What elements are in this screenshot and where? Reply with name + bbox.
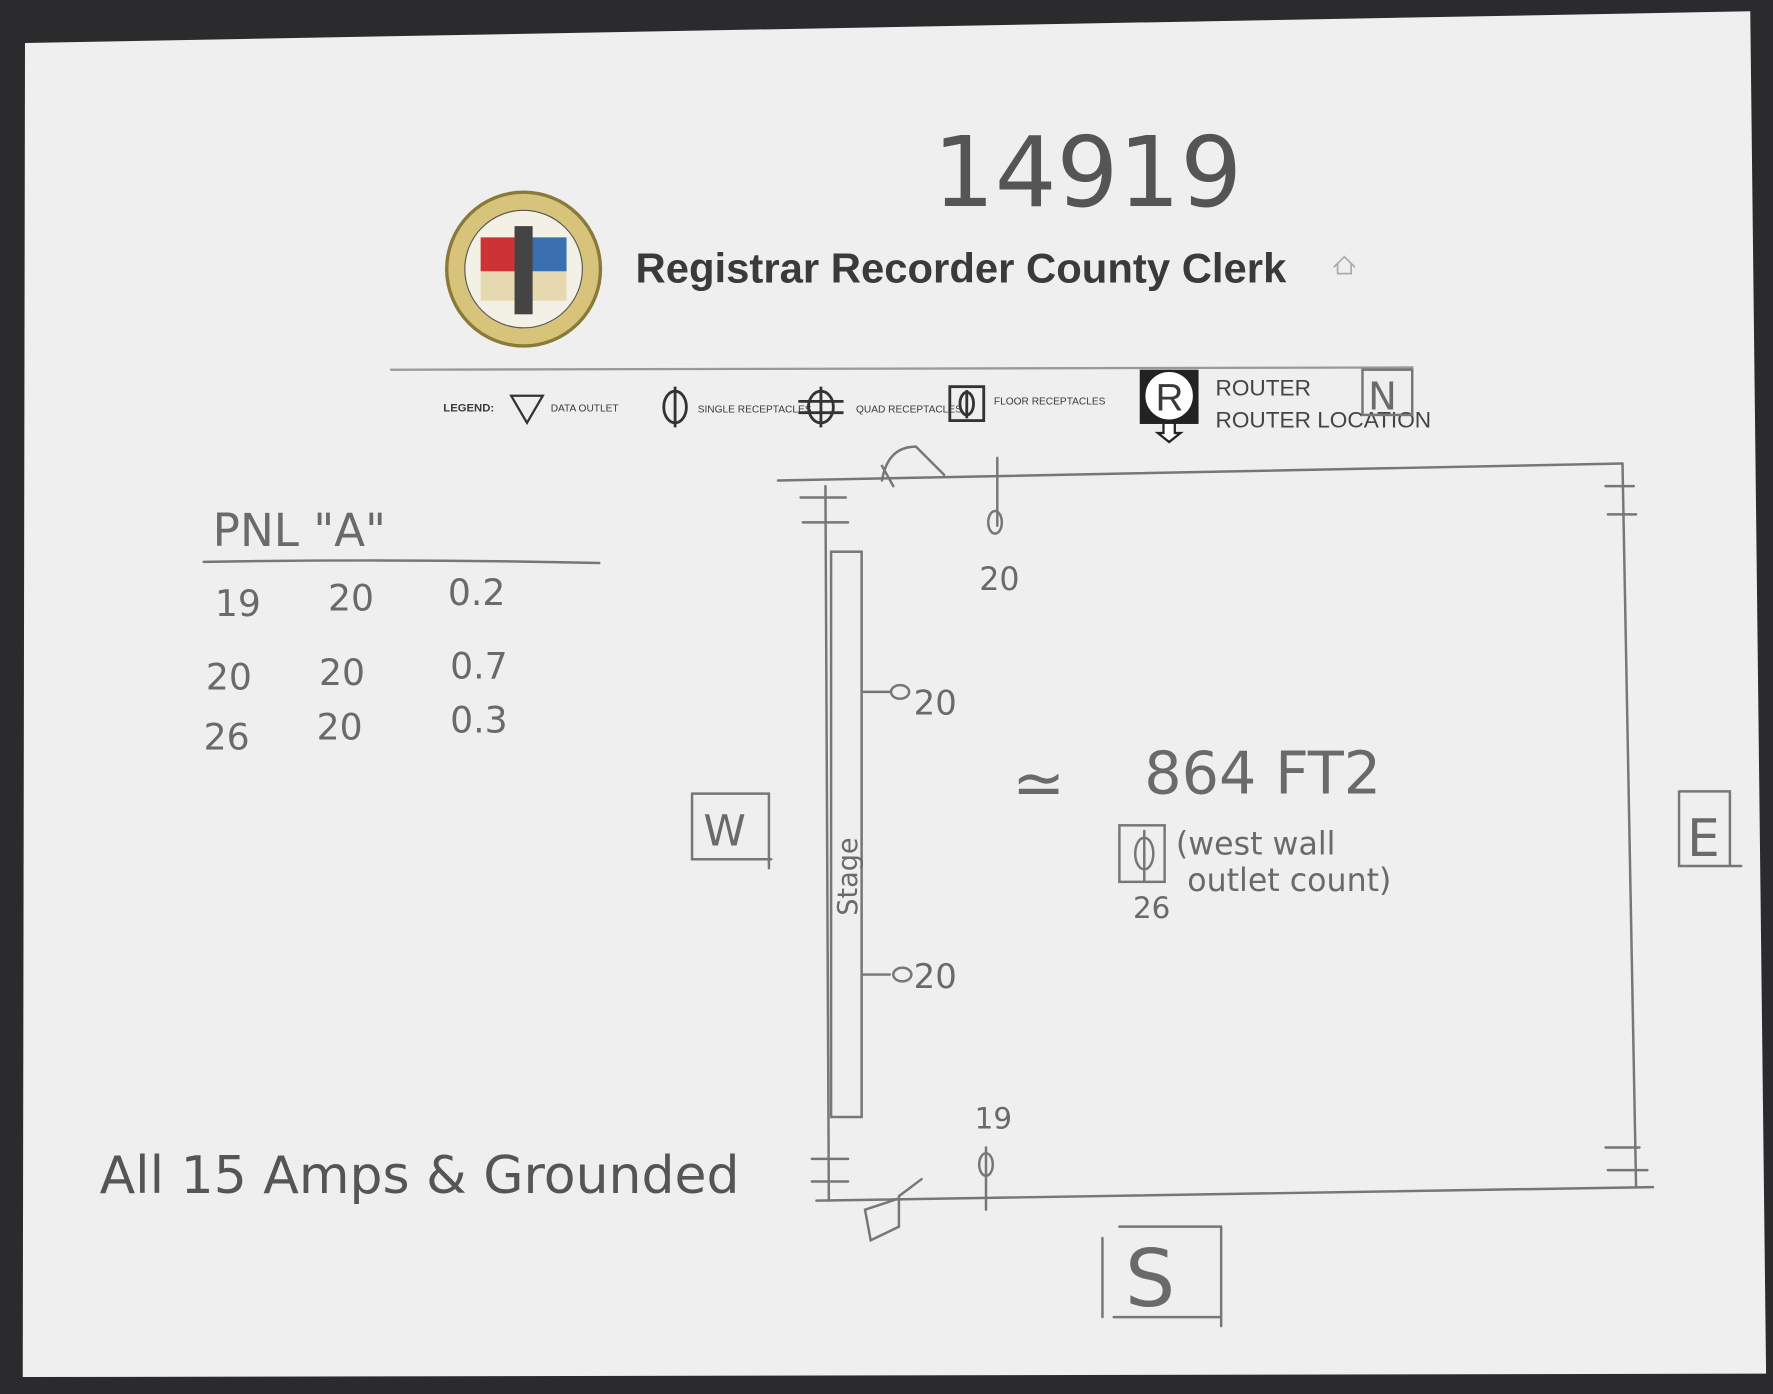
data-outlet-icon [509, 394, 545, 426]
amperage-note: All 15 Amps & Grounded [100, 1146, 740, 1206]
panel-cell: 20 [317, 705, 363, 748]
header-divider [390, 366, 1414, 371]
panel-cell: 19 [215, 582, 261, 625]
stage [829, 550, 863, 1119]
floor-plan: Stage 20 20 20 19 ≃ 864 FT2 26 (west wal… [690, 445, 1743, 1328]
svg-text:E: E [1687, 809, 1720, 869]
north-compass-marker: N [1361, 368, 1414, 419]
panel-cell: 20 [319, 651, 365, 694]
paper-sheet [22, 11, 1767, 1378]
county-seal [445, 190, 603, 348]
room-walls [776, 445, 1655, 1243]
outlet-label-north: 20 [979, 562, 1019, 598]
single-receptacle-icon [977, 1146, 995, 1211]
single-receptacle-icon [987, 509, 1004, 535]
form-number: 14919 [933, 116, 1242, 229]
legend-item-label: ROUTER LOCATION [1215, 407, 1431, 432]
note-line-1: (west wall [1176, 827, 1336, 863]
quad-receptacle-icon [798, 386, 844, 428]
stage-label: Stage [833, 837, 864, 915]
svg-text:R: R [1156, 376, 1184, 419]
single-receptacle-icon [860, 966, 913, 983]
svg-text:S: S [1125, 1233, 1175, 1325]
outlet-label-west-upper: 20 [914, 684, 957, 723]
single-receptacle-icon [662, 386, 688, 428]
agency-title: Registrar Recorder County Clerk [636, 245, 1288, 292]
note-count: 26 [1133, 891, 1170, 925]
legend-item-label: ROUTER [1215, 376, 1310, 401]
outlet-label-south: 19 [975, 1101, 1012, 1135]
panel-cell: 0.2 [448, 571, 506, 614]
legend: LEGEND: DATA OUTLET SINGLE RECEPTACLES Q… [443, 368, 1431, 444]
outlet-label-west-lower: 20 [914, 957, 957, 996]
legend-label: LEGEND: [443, 403, 494, 415]
panel-cell: 26 [204, 716, 250, 759]
svg-text:N: N [1368, 374, 1397, 419]
floor-receptacle-icon [948, 385, 986, 422]
east-compass-marker: E [1677, 790, 1743, 869]
panel-cell: 20 [328, 577, 374, 620]
floor-receptacle-icon [1118, 824, 1166, 884]
panel-title: PNL "A" [213, 504, 386, 557]
legend-item-label: FLOOR RECEPTACLES [994, 397, 1106, 408]
legend-item-label: QUAD RECEPTACLES [856, 405, 962, 416]
legend-item-label: SINGLE RECEPTACLES [698, 405, 812, 416]
note-line-2: outlet count) [1187, 863, 1391, 899]
panel-cell: 20 [206, 656, 252, 699]
panel-cell: 0.7 [450, 644, 508, 687]
south-compass-marker: S [1101, 1225, 1223, 1328]
panel-cell: 0.3 [450, 699, 508, 742]
panel-schedule: PNL "A" 19 20 0.2 20 20 0.7 26 20 0.3 [202, 504, 601, 759]
approx-symbol: ≃ [1012, 746, 1065, 820]
legend-item-label: DATA OUTLET [551, 404, 619, 415]
west-compass-marker: W [690, 792, 773, 870]
svg-text:W: W [703, 807, 745, 857]
single-receptacle-icon [860, 683, 911, 700]
area-label: 864 FT2 [1144, 739, 1381, 808]
home-icon [1333, 255, 1356, 275]
router-location-icon: R [1139, 369, 1199, 444]
